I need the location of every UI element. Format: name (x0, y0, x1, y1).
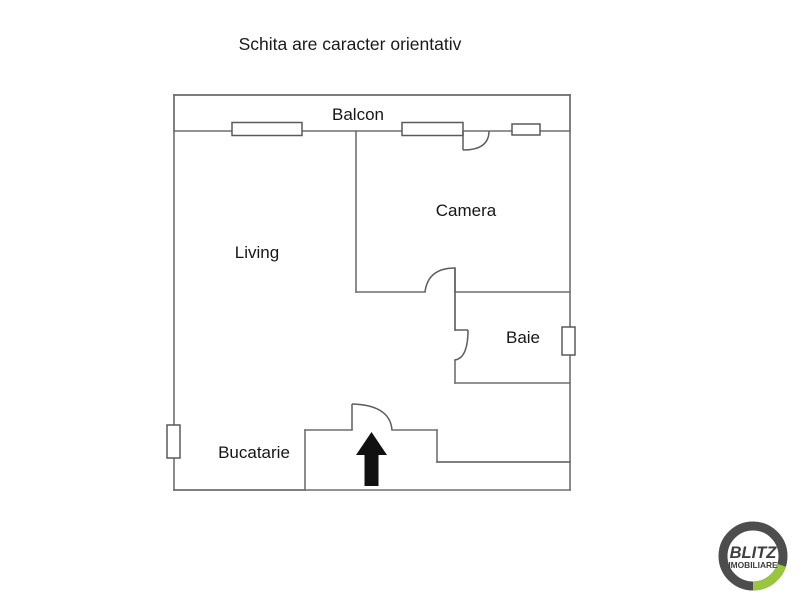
entrance-door (351, 403, 393, 431)
camera-door (424, 267, 456, 293)
room-label-camera: Camera (436, 201, 497, 220)
balcony-window-middle (401, 121, 464, 137)
balcony-outline (173, 94, 571, 132)
baie-door (454, 329, 469, 361)
watermark-logo: BLITZ IMOBILIARE (715, 518, 791, 594)
room-label-bucatarie: Bucatarie (218, 443, 290, 462)
room-label-balcon: Balcon (332, 105, 384, 124)
balcony-door (462, 130, 490, 151)
logo-brand-primary: BLITZ (730, 544, 778, 562)
kitchen-window (166, 424, 181, 459)
room-label-living: Living (235, 243, 279, 262)
bottom-walls (173, 429, 571, 491)
logo-brand-secondary: IMOBILIARE (728, 560, 778, 570)
room-label-baie: Baie (506, 328, 540, 347)
entry-direction-arrow (356, 432, 387, 486)
camera-bottom-wall (355, 267, 571, 293)
baie-window (561, 326, 576, 356)
blitz-imobiliare-logo-icon: BLITZ IMOBILIARE (718, 521, 788, 591)
plan-title: Schita are caracter orientativ (239, 34, 462, 54)
balcony-window-right (511, 123, 541, 136)
balcony-window-left (231, 121, 303, 137)
